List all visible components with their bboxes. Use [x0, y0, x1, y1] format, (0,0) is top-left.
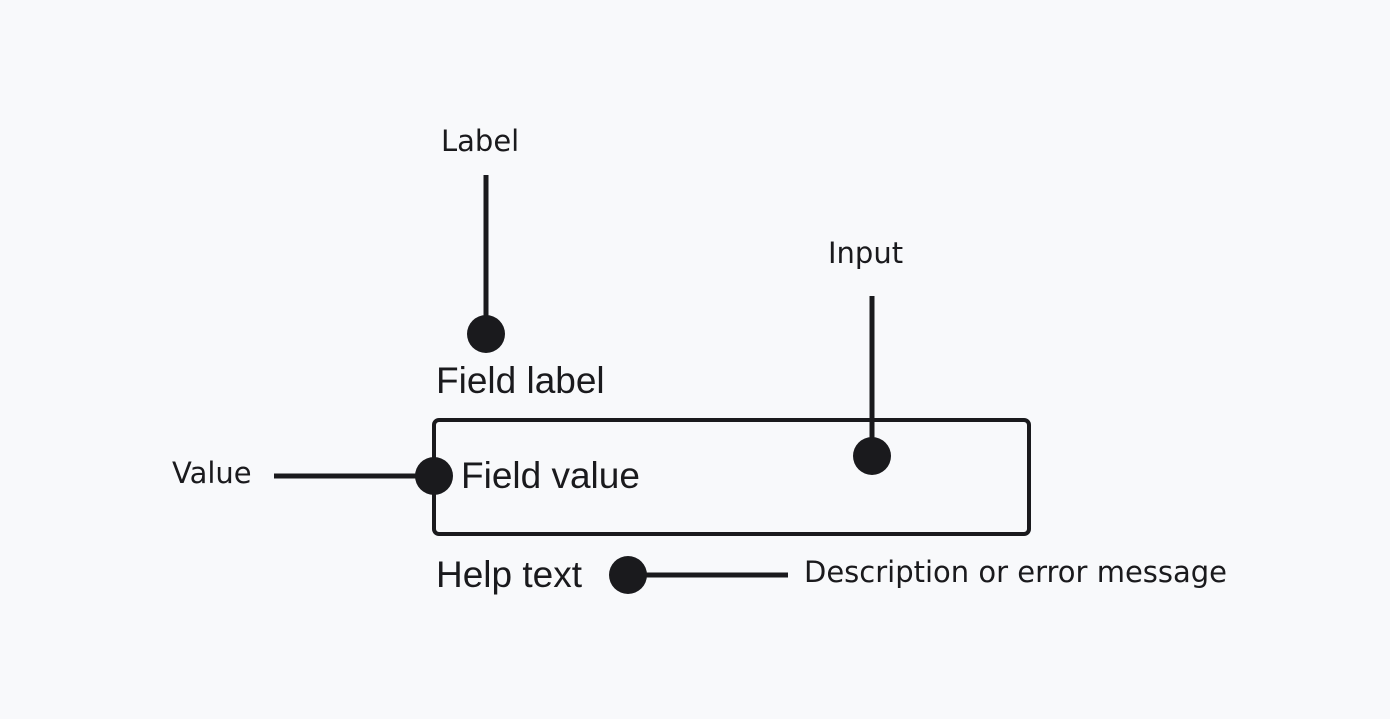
help-connector-dot [609, 556, 647, 594]
input-connector-dot [853, 437, 891, 475]
input-callout: Input [828, 236, 904, 270]
label-connector-dot [467, 315, 505, 353]
field-value: Field value [461, 455, 640, 496]
input-box[interactable] [432, 418, 1031, 536]
help-text: Help text [436, 554, 583, 595]
value-callout: Value [172, 456, 252, 490]
description-callout: Description or error message [804, 555, 1228, 589]
label-callout: Label [441, 124, 520, 158]
field-label: Field label [436, 360, 605, 401]
